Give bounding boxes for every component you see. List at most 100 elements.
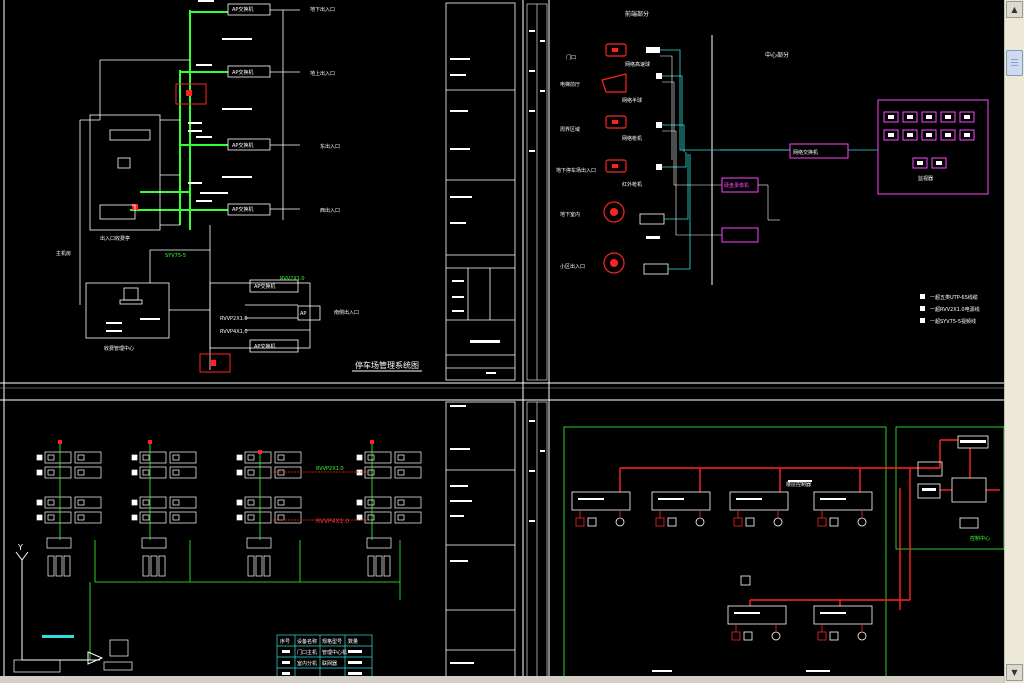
q2-front-label: 地下室内 bbox=[560, 211, 580, 218]
controller-wiring bbox=[821, 624, 863, 632]
controller-label-bar bbox=[736, 498, 762, 500]
controller-wiring bbox=[735, 624, 777, 632]
scroll-thumb[interactable] bbox=[1006, 50, 1023, 76]
intercom-unit bbox=[169, 451, 197, 464]
lock-icon bbox=[857, 631, 867, 641]
svg-text:RVVP4X1.0: RVVP4X1.0 bbox=[220, 329, 248, 335]
q3-table-header: 序号 bbox=[280, 638, 290, 645]
q2-device-label: 网络半球 bbox=[622, 97, 642, 104]
lock-icon bbox=[773, 517, 783, 527]
intercom-unit-screen bbox=[142, 499, 150, 506]
q1-entry-label: 地上出入口 bbox=[310, 70, 335, 77]
svg-text:AP交换机: AP交换机 bbox=[232, 6, 253, 13]
door-controller bbox=[571, 491, 631, 511]
intercom-unit bbox=[274, 511, 302, 524]
intercom-unit-screen bbox=[77, 454, 85, 461]
intercom-unit-screen bbox=[172, 514, 180, 521]
intercom-base bbox=[366, 537, 392, 549]
intercom-unit-screen bbox=[247, 454, 255, 461]
intercom-tag bbox=[356, 514, 363, 521]
intercom-unit-screen bbox=[367, 514, 375, 521]
intercom-unit bbox=[244, 511, 272, 524]
q3-table-cell: 门口主机 bbox=[297, 649, 317, 656]
power-supply-unit bbox=[158, 555, 166, 577]
controller-wiring bbox=[579, 510, 621, 518]
power-supply-unit bbox=[63, 555, 71, 577]
intercom-unit bbox=[44, 451, 72, 464]
power-supply-unit bbox=[383, 555, 391, 577]
intercom-base bbox=[246, 537, 272, 549]
power-supply-unit bbox=[150, 555, 158, 577]
intercom-unit bbox=[74, 496, 102, 509]
intercom-unit bbox=[274, 496, 302, 509]
q2-front-label: 周界区域 bbox=[560, 126, 580, 133]
q2-front-title: 前端部分 bbox=[625, 10, 649, 18]
card-reader bbox=[731, 631, 741, 641]
controller-wiring bbox=[821, 510, 863, 518]
svg-text:AP交换机: AP交换机 bbox=[254, 343, 275, 350]
q3-table-header: 规格型号 bbox=[322, 638, 342, 645]
intercom-unit-screen bbox=[367, 499, 375, 506]
intercom-unit bbox=[274, 451, 302, 464]
lock-icon bbox=[857, 517, 867, 527]
card-reader bbox=[733, 517, 743, 527]
intercom-unit-screen bbox=[397, 514, 405, 521]
intercom-tag bbox=[36, 499, 43, 506]
exit-button bbox=[829, 517, 839, 527]
intercom-unit bbox=[394, 451, 422, 464]
intercom-unit-screen bbox=[247, 499, 255, 506]
power-supply-unit bbox=[375, 555, 383, 577]
intercom-tag bbox=[356, 499, 363, 506]
power-supply-unit bbox=[263, 555, 271, 577]
intercom-unit-screen bbox=[77, 514, 85, 521]
q2-front-label: 小区出入口 bbox=[560, 263, 585, 270]
q2-legend-item: 一超SYV75-5视频线 bbox=[930, 318, 976, 325]
access-control-diagram: 控制中心 楼层控制器 bbox=[526, 401, 1004, 681]
scroll-up-button[interactable]: ▲ bbox=[1006, 1, 1023, 18]
power-supply-unit bbox=[247, 555, 255, 577]
intercom-unit bbox=[44, 511, 72, 524]
intercom-unit bbox=[364, 466, 392, 479]
q1-diagram-title: 停车场管理系统图 bbox=[355, 360, 419, 370]
intercom-unit bbox=[44, 466, 72, 479]
svg-text:RVV2X1.0: RVV2X1.0 bbox=[280, 276, 305, 282]
intercom-unit bbox=[244, 466, 272, 479]
q2-front-label: 门口 bbox=[566, 54, 576, 61]
exit-button bbox=[829, 631, 839, 641]
lock-icon bbox=[615, 517, 625, 527]
power-supply-unit bbox=[142, 555, 150, 577]
intercom-tag bbox=[131, 454, 138, 461]
door-controller bbox=[813, 491, 873, 511]
q1-left-note: 主机房 bbox=[56, 250, 71, 257]
intercom-unit-screen bbox=[367, 454, 375, 461]
svg-text:AP交换机: AP交换机 bbox=[232, 142, 253, 149]
intercom-tag bbox=[36, 469, 43, 476]
intercom-unit bbox=[44, 496, 72, 509]
intercom-unit-screen bbox=[277, 514, 285, 521]
intercom-unit bbox=[394, 511, 422, 524]
intercom-tag bbox=[236, 469, 243, 476]
q3-cable-label: RVVP2X1.0 bbox=[316, 466, 344, 472]
intercom-unit bbox=[364, 451, 392, 464]
cctv-system-diagram: 前端部分 中心部分 bbox=[526, 3, 989, 381]
intercom-unit-screen bbox=[172, 454, 180, 461]
svg-text:AP: AP bbox=[300, 311, 306, 317]
intercom-unit-screen bbox=[277, 499, 285, 506]
q3-table-cell: 室内分机 bbox=[297, 660, 317, 667]
intercom-tag bbox=[36, 514, 43, 521]
scroll-down-button[interactable]: ▼ bbox=[1006, 664, 1023, 681]
q1-main-station: 出入口收费亭 bbox=[100, 235, 130, 242]
intercom-system-diagram: RVVP2X1.0 RVVP4X1.0 Y bbox=[13, 401, 516, 681]
intercom-unit bbox=[244, 496, 272, 509]
intercom-unit-screen bbox=[247, 469, 255, 476]
q4-center-label: 控制中心 bbox=[970, 535, 990, 542]
door-controller bbox=[729, 491, 789, 511]
vertical-scrollbar[interactable]: ▲ ▼ bbox=[1004, 0, 1024, 683]
q1-entry-label: 南侧出入口 bbox=[334, 309, 359, 316]
svg-text:RVVP2X1.0: RVVP2X1.0 bbox=[220, 316, 248, 322]
intercom-unit-screen bbox=[397, 499, 405, 506]
intercom-tag bbox=[131, 469, 138, 476]
power-supply-unit bbox=[55, 555, 63, 577]
